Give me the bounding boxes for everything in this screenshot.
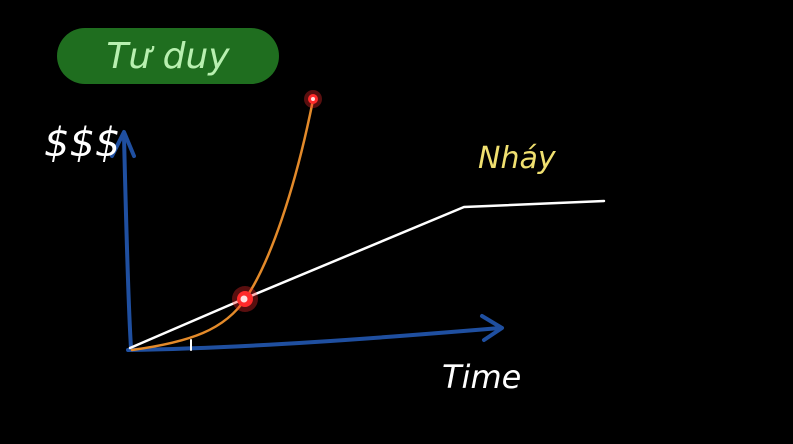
curve-end-core xyxy=(311,97,315,101)
title-text: Tư duy xyxy=(106,36,230,77)
line-label: Nháy xyxy=(478,141,557,176)
title-pill xyxy=(57,28,279,84)
linear-line xyxy=(128,199,606,350)
y-axis-arrowhead xyxy=(110,130,136,158)
exponential-curve xyxy=(130,98,315,352)
y-axis-label: $$$ xyxy=(44,120,120,166)
x-axis-arrowhead xyxy=(480,314,504,342)
intersection-core xyxy=(240,295,248,303)
y-axis xyxy=(122,134,133,350)
x-axis-label: Time xyxy=(442,358,521,396)
x-axis xyxy=(126,326,502,352)
